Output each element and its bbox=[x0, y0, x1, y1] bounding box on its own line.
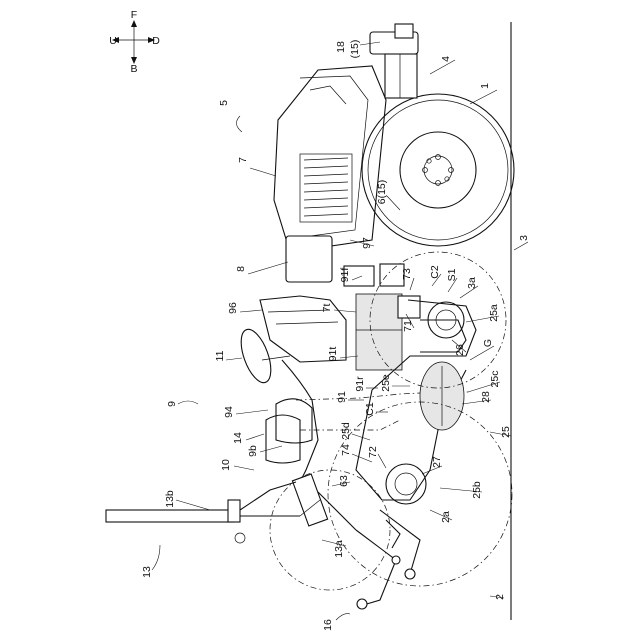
ref-label-l25: 25 bbox=[500, 426, 512, 438]
ref-label-l25d: 25d bbox=[340, 422, 352, 440]
ref-label-l27: 27 bbox=[431, 456, 443, 468]
ref-label-l18: 18 bbox=[335, 41, 347, 53]
top-link-implement bbox=[106, 482, 320, 543]
ref-label-l63: 63 bbox=[338, 475, 350, 487]
three-point-hitch bbox=[356, 510, 420, 609]
ref-label-l13: 13 bbox=[141, 566, 153, 578]
ref-label-l91t: 91t bbox=[327, 347, 339, 362]
ref-label-l91f: 91f bbox=[339, 268, 351, 283]
ref-label-lG: G bbox=[482, 339, 494, 347]
ref-label-l14: 14 bbox=[232, 432, 244, 444]
ref-label-l10: 10 bbox=[220, 459, 232, 471]
ref-label-l28: 28 bbox=[480, 391, 492, 403]
ref-label-l94: 94 bbox=[223, 406, 235, 418]
compass-down-label: D bbox=[152, 35, 160, 47]
seat bbox=[266, 399, 312, 463]
ref-label-l74: 74 bbox=[340, 444, 352, 456]
ref-label-l18p: (15) bbox=[349, 40, 361, 59]
steering-wheel bbox=[235, 326, 290, 387]
ref-label-l5: 5 bbox=[218, 100, 230, 106]
ref-label-l2: 2 bbox=[494, 594, 506, 600]
ref-label-l3: 3 bbox=[518, 235, 530, 241]
ref-label-l3a: 3a bbox=[466, 277, 478, 289]
ref-label-l8: 8 bbox=[235, 266, 247, 272]
ref-label-lC1: C1 bbox=[364, 402, 376, 416]
ref-label-l7: 7 bbox=[237, 157, 249, 163]
leader-lines bbox=[152, 42, 528, 620]
ref-label-lC2: C2 bbox=[429, 265, 441, 279]
exhaust-unit bbox=[370, 24, 418, 98]
compass-front-label: F bbox=[131, 9, 137, 21]
ref-label-l73: 73 bbox=[401, 268, 413, 280]
ref-label-l97: 97 bbox=[361, 237, 373, 249]
ref-label-l91r: 91r bbox=[354, 376, 366, 392]
ref-label-l25c: 25c bbox=[489, 371, 501, 388]
ref-label-l11: 11 bbox=[214, 350, 226, 361]
ref-label-l16: 16 bbox=[322, 619, 334, 631]
track-phantom-circle bbox=[328, 402, 512, 586]
ref-label-l9: 9 bbox=[166, 401, 178, 407]
ref-label-l25b: 25b bbox=[471, 481, 483, 499]
ref-label-l96: 96 bbox=[227, 302, 239, 314]
direction-compass: U F B D bbox=[109, 9, 160, 75]
ref-label-l1: 1 bbox=[479, 83, 491, 89]
ref-label-l72: 72 bbox=[367, 446, 379, 458]
compass-up-label: U bbox=[109, 35, 117, 47]
ref-label-l9b: 9b bbox=[247, 445, 259, 457]
hood-grille bbox=[300, 154, 352, 222]
ref-label-l25e: 25e bbox=[380, 374, 392, 392]
ref-label-l4: 4 bbox=[440, 56, 452, 62]
ref-label-l26: 26 bbox=[454, 344, 466, 356]
ref-label-l25a: 25a bbox=[488, 304, 500, 322]
ref-label-l91: 91 bbox=[336, 391, 348, 403]
ref-label-l7t: 7t bbox=[321, 304, 333, 313]
ref-label-l13b: 13b bbox=[164, 490, 176, 508]
ref-label-l13a: 13a bbox=[333, 540, 345, 558]
tank-block bbox=[286, 236, 332, 282]
reference-labels: 1 2 2a 3 3a 4 5 6(15) 7 8 9 9b 10 11 13 13a 13b 14 16 18(15… bbox=[141, 40, 530, 631]
ref-label-l71: 71 bbox=[402, 320, 414, 332]
ref-label-lS1: S1 bbox=[446, 268, 458, 281]
ref-label-l2a: 2a bbox=[440, 511, 452, 523]
compass-back-label: B bbox=[130, 63, 137, 75]
ref-label-l6: 6(15) bbox=[376, 180, 388, 205]
